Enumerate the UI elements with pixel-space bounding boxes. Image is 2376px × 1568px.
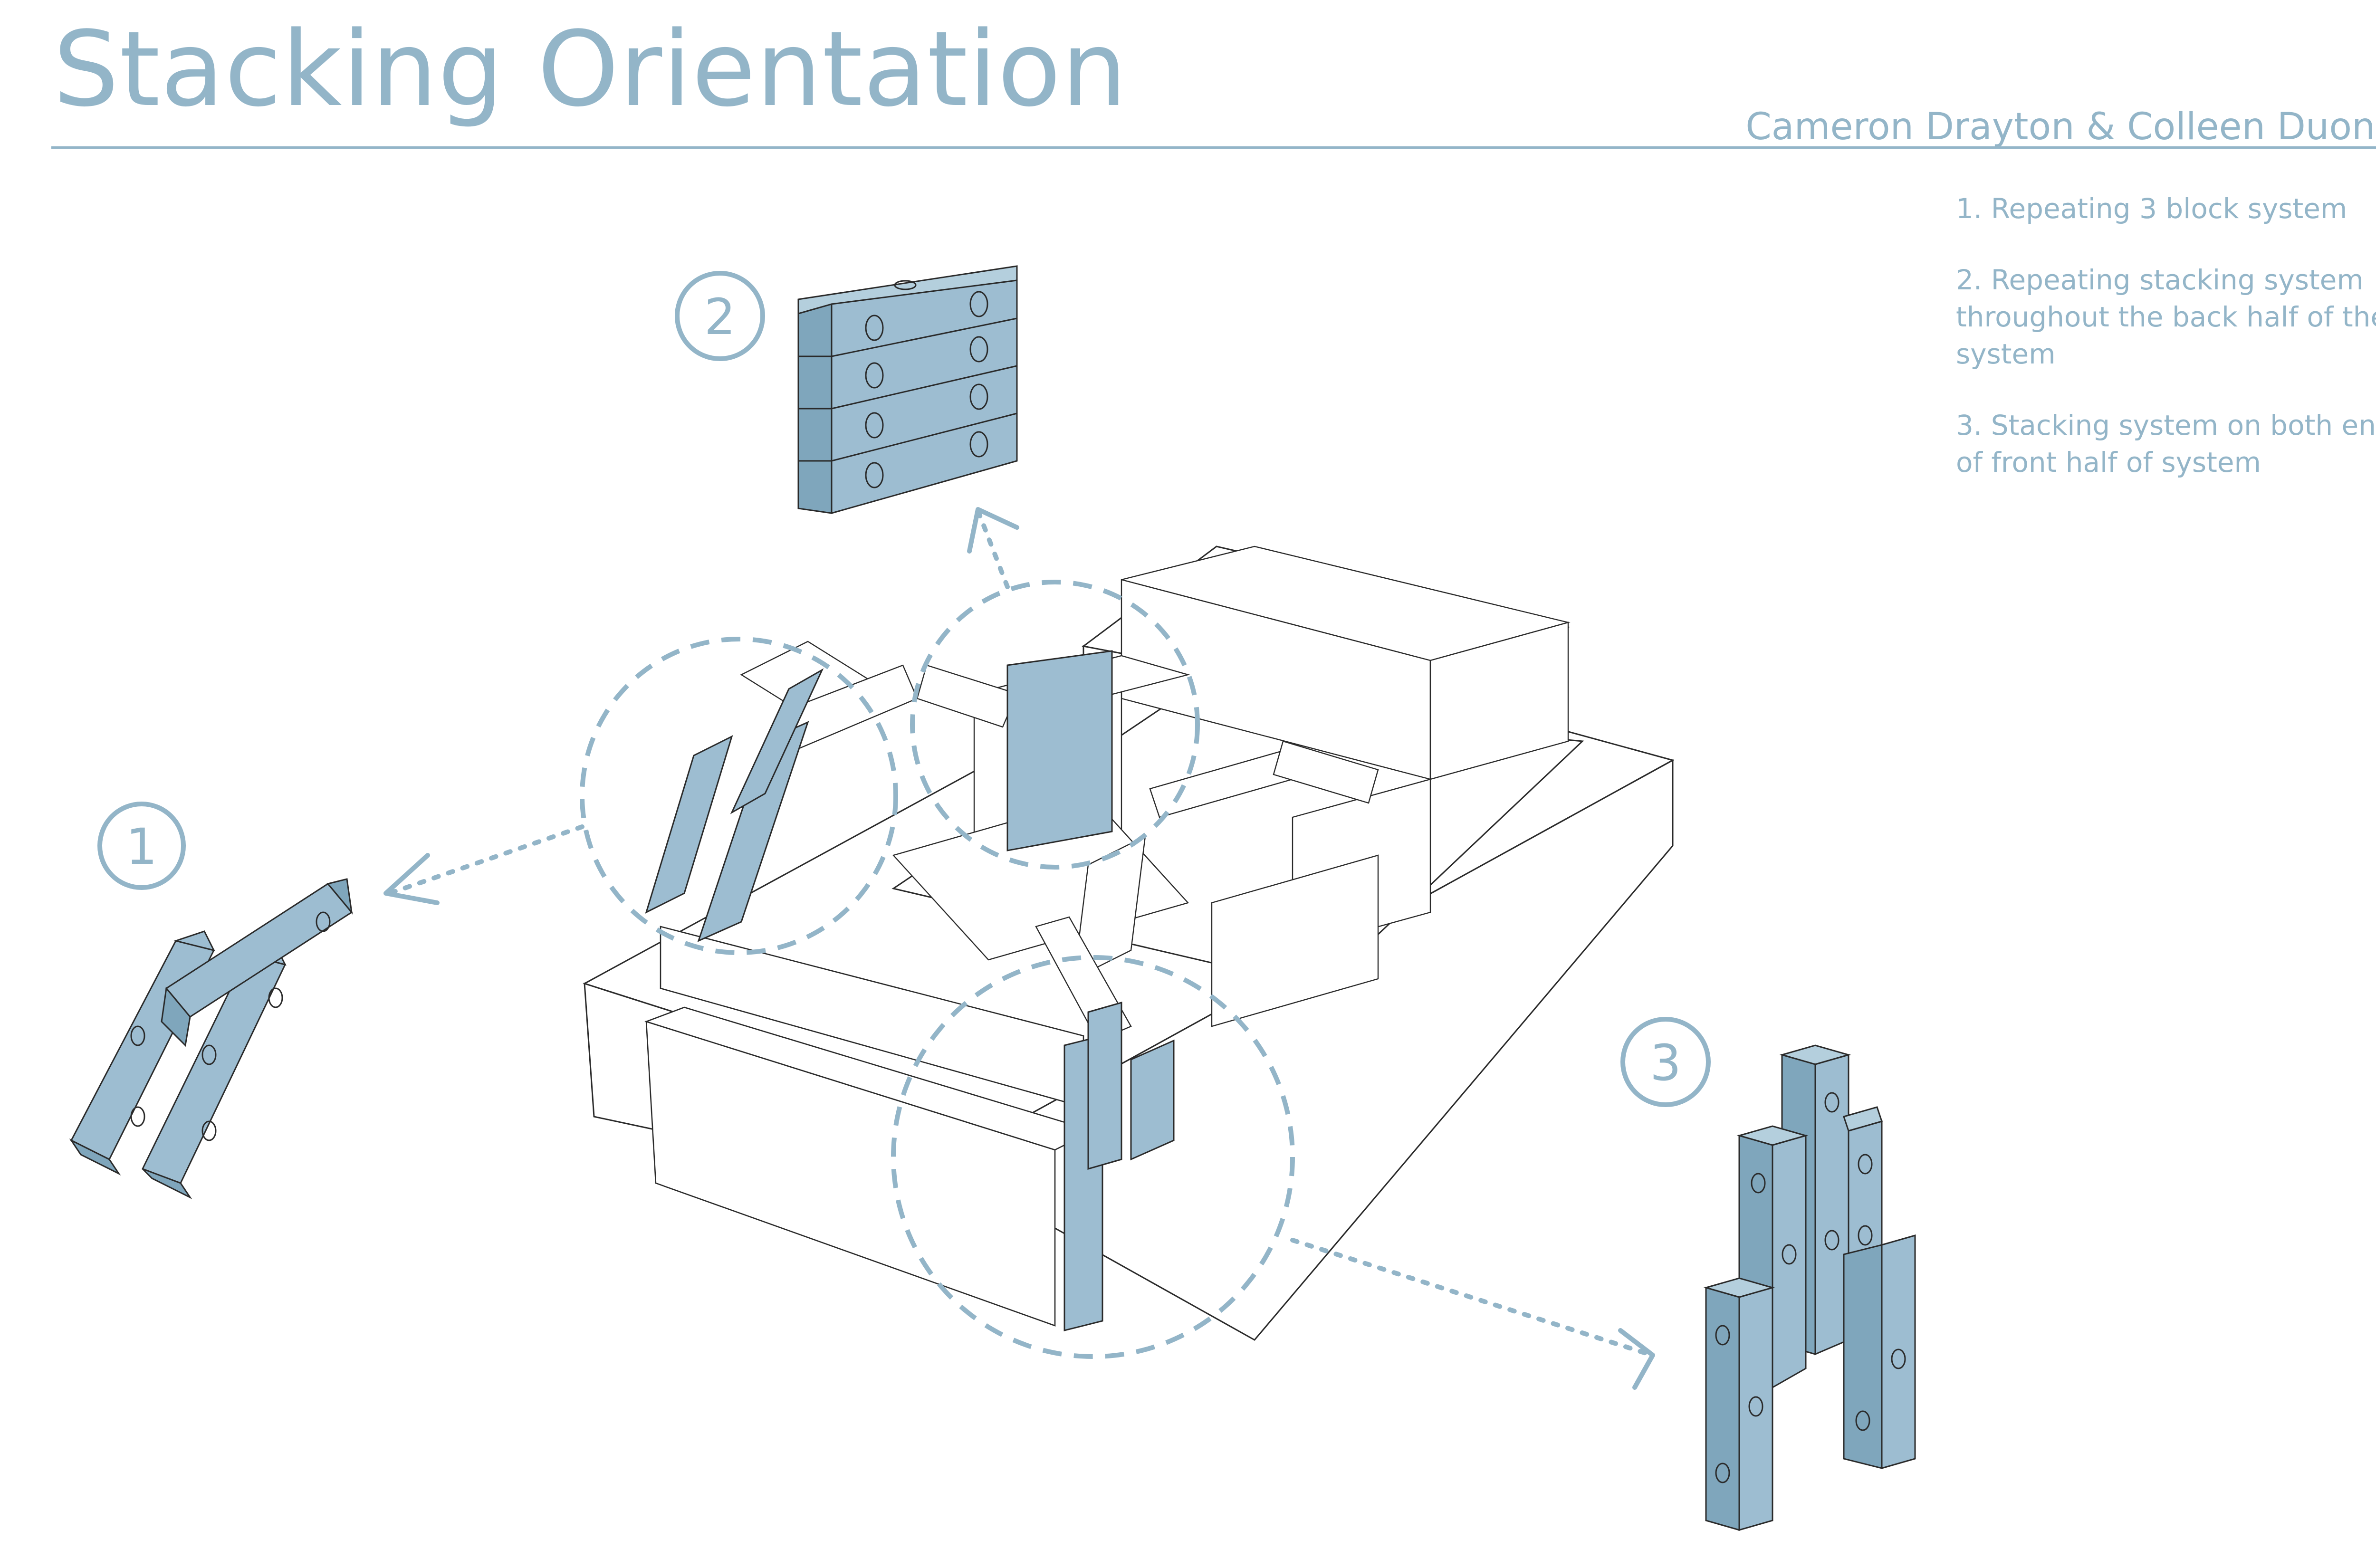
detail-1-holes: [130, 911, 331, 1141]
note-1: 1. Repeating 3 block system: [1956, 192, 2347, 225]
callout-arrows: [387, 511, 1651, 1357]
detail-3-holes: [1715, 1092, 1906, 1483]
arrowheads: [383, 507, 1655, 1390]
callout-label-2: 2: [704, 288, 736, 346]
arrow-to-detail-1: [387, 824, 584, 896]
assembly-highlight-blocks: [645, 650, 1175, 1331]
arrowhead-1: [383, 853, 440, 905]
note-2: 2. Repeating stacking system throughout …: [1956, 264, 2376, 370]
note-3: 3. Stacking system on both ends of front…: [1956, 409, 2376, 478]
callout-circle-3: [891, 955, 1295, 1359]
detail-2-holes: [865, 280, 988, 488]
callout-marker-3: [1620, 1017, 1711, 1107]
detail-3-stack: [1703, 1044, 1916, 1531]
authors: Cameron Drayton & Colleen Duong: [1745, 105, 2376, 148]
detail-1-blocks: [69, 878, 353, 1199]
callout-circles: [580, 580, 1295, 1359]
central-assembly: [583, 545, 1675, 1341]
callout-label-1: 1: [126, 818, 157, 876]
arrowhead-3: [1618, 1328, 1655, 1390]
front-block-row: [644, 926, 1095, 1327]
callout-label-3: 3: [1650, 1034, 1681, 1092]
callout-marker-2: [675, 271, 765, 361]
callout-circle-2: [910, 580, 1200, 870]
detail-2-stack: [797, 265, 1018, 514]
notes-list: 1. Repeating 3 block system 2. Repeating…: [1956, 190, 2376, 515]
callout-marker-1: [97, 802, 186, 890]
callout-circle-1: [580, 637, 898, 955]
arrowhead-2: [967, 507, 1019, 554]
page-title: Stacking Orientation: [53, 10, 1128, 130]
arrow-to-detail-2: [977, 511, 1010, 589]
title-underline: [51, 146, 2376, 149]
arrow-to-detail-3: [1290, 1238, 1651, 1357]
